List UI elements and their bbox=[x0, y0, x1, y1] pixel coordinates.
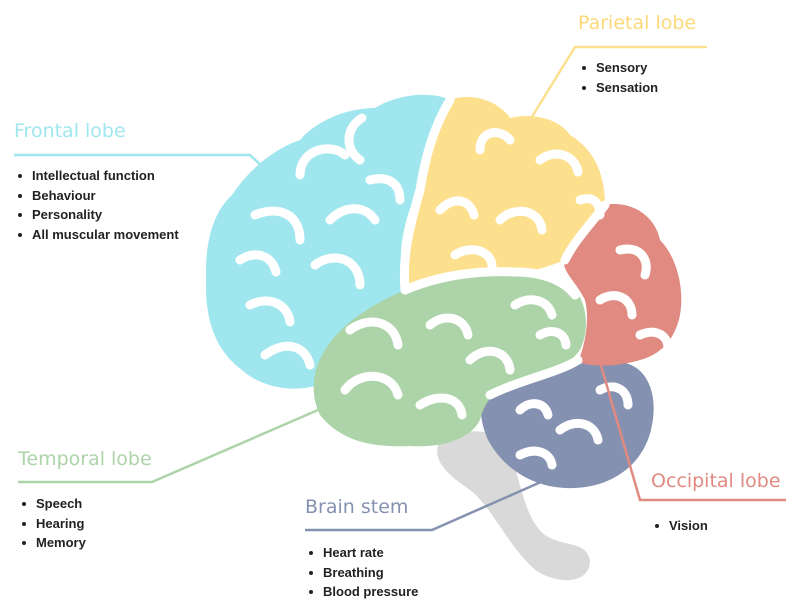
frontal-leader-line bbox=[14, 153, 267, 171]
frontal-lobe-functions: Intellectual function Behaviour Personal… bbox=[14, 166, 179, 244]
list-item: Vision bbox=[651, 516, 708, 536]
brain-stem-leader-line bbox=[305, 476, 551, 532]
parietal-leader-line bbox=[491, 45, 707, 181]
frontal-lobe-title: Frontal lobe bbox=[14, 120, 126, 142]
brain-stem-functions: Heart rate Breathing Blood pressure bbox=[305, 543, 418, 602]
list-item: Personality bbox=[14, 205, 179, 225]
spinal-cord-shape bbox=[437, 431, 590, 581]
list-item: Sensation bbox=[578, 78, 658, 98]
list-item: Heart rate bbox=[305, 543, 418, 563]
temporal-lobe-functions: Speech Hearing Memory bbox=[18, 494, 86, 553]
temporal-lobe-shape bbox=[313, 271, 586, 447]
list-item: Speech bbox=[18, 494, 86, 514]
parietal-lobe-title: Parietal lobe bbox=[578, 12, 697, 34]
sulci bbox=[235, 95, 673, 470]
list-item: Breathing bbox=[305, 563, 418, 583]
parietal-lobe-functions: Sensory Sensation bbox=[578, 58, 658, 97]
temporal-leader-line bbox=[18, 408, 319, 484]
list-item: Memory bbox=[18, 533, 86, 553]
list-item: Hearing bbox=[18, 514, 86, 534]
list-item: Behaviour bbox=[14, 186, 179, 206]
list-item: Blood pressure bbox=[305, 582, 418, 602]
list-item: All muscular movement bbox=[14, 225, 179, 245]
occipital-leader-line bbox=[598, 361, 786, 502]
parietal-lobe-shape bbox=[403, 96, 605, 286]
frontal-lobe-shape bbox=[205, 94, 450, 389]
occipital-lobe-shape bbox=[564, 204, 682, 366]
occipital-lobe-functions: Vision bbox=[651, 516, 708, 536]
occipital-lobe-title: Occipital lobe bbox=[651, 470, 781, 492]
list-item: Intellectual function bbox=[14, 166, 179, 186]
list-item: Sensory bbox=[578, 58, 658, 78]
temporal-lobe-title: Temporal lobe bbox=[18, 448, 152, 470]
brain-stem-title: Brain stem bbox=[305, 496, 409, 518]
